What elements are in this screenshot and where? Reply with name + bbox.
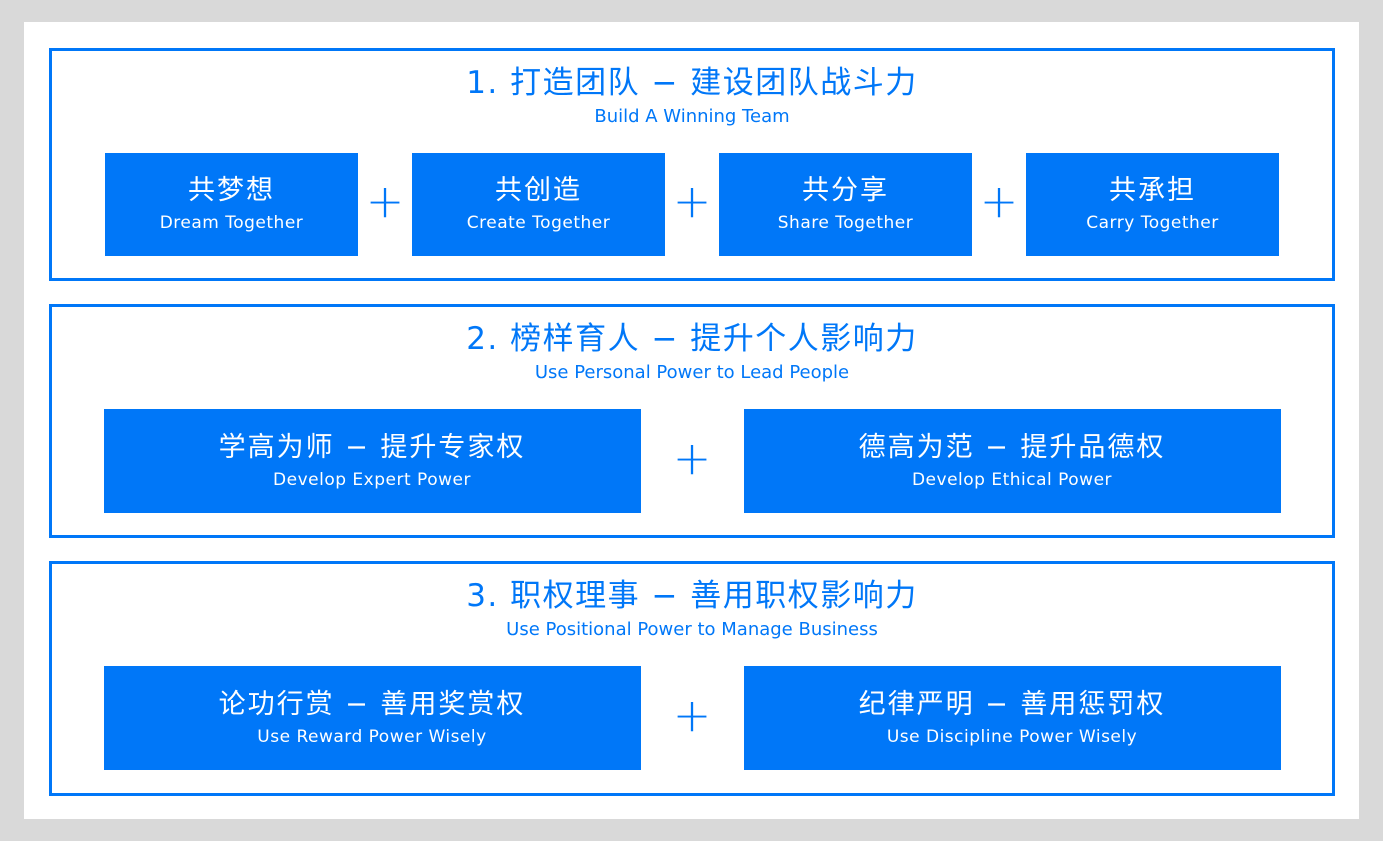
- plus-icon: +: [672, 687, 712, 742]
- box-title-zh: 学高为师 − 提升专家权: [218, 431, 526, 463]
- section-boxes-row: 论功行赏 − 善用奖赏权 Use Reward Power Wisely + 纪…: [52, 665, 1332, 770]
- box-title-zh: 共承担: [1109, 175, 1196, 207]
- plus-icon: +: [365, 174, 405, 229]
- section-title: 3. 职权理事 − 善用职权影响力: [466, 578, 918, 614]
- section-build-team: 1. 打造团队 − 建设团队战斗力 Build A Winning Team 共…: [49, 48, 1335, 281]
- plus-icon: +: [672, 430, 712, 485]
- box-title-zh: 共梦想: [188, 175, 275, 207]
- team-box-dream: 共梦想 Dream Together: [105, 152, 358, 256]
- power-box-reward: 论功行赏 − 善用奖赏权 Use Reward Power Wisely: [103, 665, 641, 770]
- box-subtitle-en: Develop Expert Power: [273, 469, 471, 490]
- box-subtitle-en: Share Together: [777, 213, 914, 234]
- section-personal-power: 2. 榜样育人 − 提升个人影响力 Use Personal Power to …: [49, 304, 1335, 538]
- section-subtitle: Use Positional Power to Manage Business: [506, 619, 878, 641]
- box-title-zh: 德高为范 − 提升品德权: [858, 431, 1166, 463]
- section-boxes-row: 共梦想 Dream Together + 共创造 Create Together…: [52, 152, 1332, 256]
- box-subtitle-en: Create Together: [466, 213, 611, 234]
- section-subtitle: Build A Winning Team: [594, 106, 790, 128]
- section-title: 2. 榜样育人 − 提升个人影响力: [466, 321, 918, 357]
- section-positional-power: 3. 职权理事 − 善用职权影响力 Use Positional Power t…: [49, 561, 1335, 796]
- section-subtitle: Use Personal Power to Lead People: [534, 362, 850, 384]
- box-title-zh: 共创造: [495, 175, 582, 207]
- box-title-zh: 纪律严明 − 善用惩罚权: [858, 688, 1166, 720]
- box-subtitle-en: Use Reward Power Wisely: [257, 726, 487, 747]
- plus-icon: +: [979, 174, 1019, 229]
- power-box-ethical: 德高为范 − 提升品德权 Develop Ethical Power: [743, 408, 1281, 513]
- team-box-create: 共创造 Create Together: [412, 152, 665, 256]
- box-subtitle-en: Develop Ethical Power: [911, 469, 1113, 490]
- plus-icon: +: [672, 174, 712, 229]
- box-subtitle-en: Use Discipline Power Wisely: [886, 726, 1138, 747]
- slide-card: 1. 打造团队 − 建设团队战斗力 Build A Winning Team 共…: [24, 22, 1359, 819]
- section-boxes-row: 学高为师 − 提升专家权 Develop Expert Power + 德高为范…: [52, 408, 1332, 513]
- power-box-expert: 学高为师 − 提升专家权 Develop Expert Power: [103, 408, 641, 513]
- box-subtitle-en: Dream Together: [159, 213, 304, 234]
- box-title-zh: 论功行赏 − 善用奖赏权: [218, 688, 526, 720]
- box-subtitle-en: Carry Together: [1086, 213, 1219, 234]
- power-box-discipline: 纪律严明 − 善用惩罚权 Use Discipline Power Wisely: [743, 665, 1281, 770]
- team-box-share: 共分享 Share Together: [719, 152, 972, 256]
- section-title: 1. 打造团队 − 建设团队战斗力: [466, 65, 918, 101]
- box-title-zh: 共分享: [802, 175, 889, 207]
- team-box-carry: 共承担 Carry Together: [1026, 152, 1279, 256]
